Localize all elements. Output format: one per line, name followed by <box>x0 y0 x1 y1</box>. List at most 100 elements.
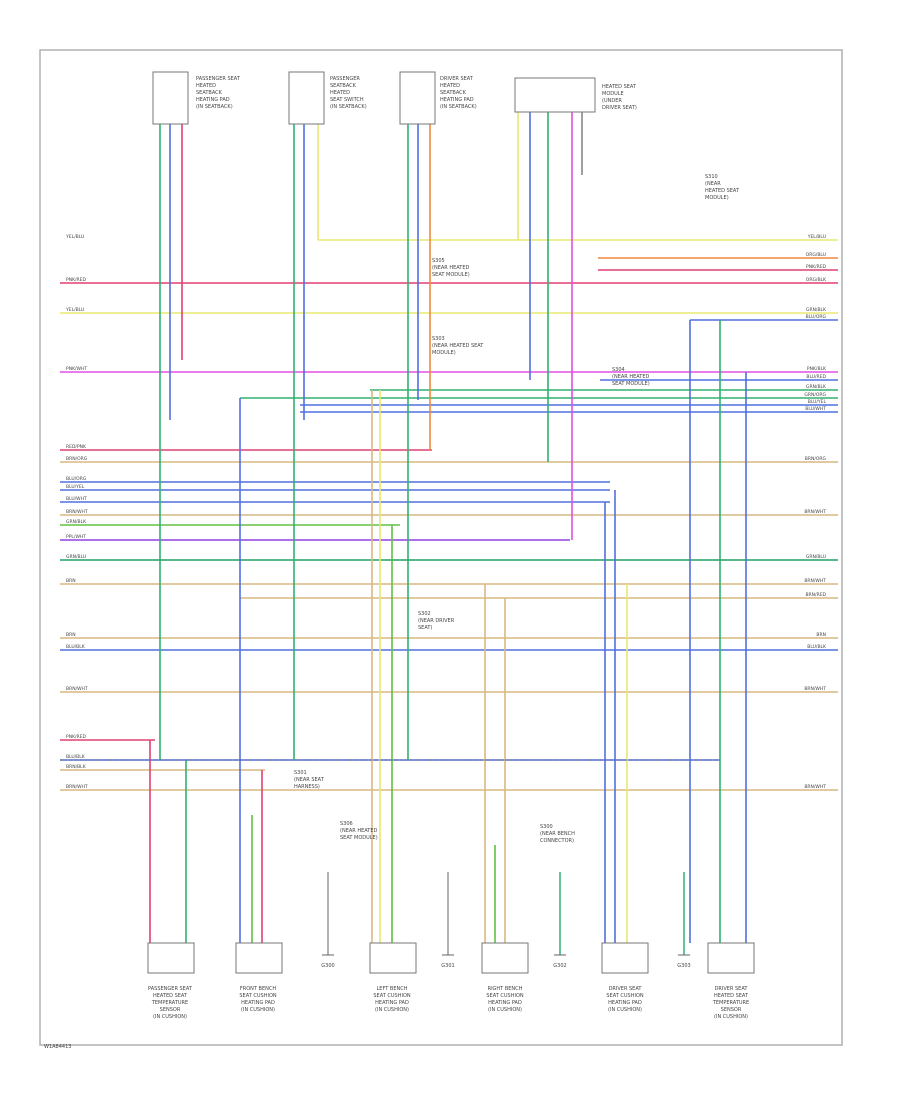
module-text: DRIVER SEAT <box>715 986 749 992</box>
module-text: (IN CUSHION) <box>241 1007 275 1013</box>
top-module-box <box>514 77 596 113</box>
wire-label-right: BLU/BLK <box>807 644 827 650</box>
annotation-text: S301 <box>294 770 307 776</box>
annotation-text: (NEAR HEATED SEAT <box>432 343 484 349</box>
module-text: SEAT CUSHION <box>606 993 644 999</box>
annotation: S310 (NEAR HEATED SEAT MODULE) <box>705 174 740 201</box>
bottom-module-label: DRIVER SEAT HEATED SEAT TEMPERATURE SENS… <box>712 986 749 1020</box>
module-text: HEATED SEAT <box>714 993 749 999</box>
ground-g303: G303 <box>677 872 691 969</box>
diagram-frame <box>39 49 843 1046</box>
module-text: (IN CUSHION) <box>488 1007 522 1013</box>
annotation-text: HARNESS) <box>294 784 320 790</box>
module-text: HEATED <box>440 83 460 89</box>
wire-label-right: GRN/BLK <box>806 307 827 313</box>
annotation-text: (NEAR HEATED <box>612 374 649 380</box>
module-text: SENSOR <box>160 1007 181 1013</box>
annotation-text: (NEAR DRIVER <box>418 618 455 624</box>
module-text: HEATED SEAT <box>602 84 637 90</box>
ground-g300: G300 <box>321 872 335 969</box>
annotation-text: S310 <box>705 174 718 180</box>
wire-label-left: PPL/WHT <box>66 534 86 540</box>
wire-label-right: BRN/WHT <box>804 784 826 790</box>
bottom-module-label: RIGHT BENCH SEAT CUSHION HEATING PAD (IN… <box>486 986 524 1013</box>
module-text: (UNDER <box>602 98 622 104</box>
module-text: HEATED <box>196 83 216 89</box>
module-text: SEATBACK <box>196 90 223 96</box>
annotation-text: (NEAR BENCH <box>540 831 575 837</box>
annotation-text: S303 <box>432 336 445 342</box>
wire-label-left: PNK/WHT <box>66 366 87 372</box>
bottom-module-box <box>481 942 529 974</box>
bottom-module-label: DRIVER SEAT SEAT CUSHION HEATING PAD (IN… <box>606 986 644 1013</box>
wire-label-right: BLU/RED <box>806 374 826 380</box>
module-text: DRIVER SEAT) <box>602 105 637 111</box>
annotation-text: S304 <box>612 367 625 373</box>
wire-label-right: BRN/WHT <box>804 578 826 584</box>
annotation-text: (NEAR SEAT <box>294 777 325 783</box>
annotation: S301 (NEAR SEAT HARNESS) <box>294 770 325 790</box>
bottom-module-box <box>707 942 755 974</box>
annotation: S303 (NEAR HEATED SEAT MODULE) <box>432 336 484 356</box>
module-text: HEATING PAD <box>608 1000 642 1006</box>
bottom-module-box <box>601 942 649 974</box>
wire-label-right: BLU/YEL <box>808 399 827 405</box>
module-text: (IN SEATBACK) <box>330 104 367 110</box>
annotation-text: (NEAR HEATED <box>432 265 469 271</box>
annotation-text: S305 <box>432 258 445 264</box>
wire-label-right: YEL/BLU <box>807 234 826 240</box>
wire-label-left: BRN/ORG <box>66 456 88 462</box>
wire-label-left: BRN <box>66 578 76 584</box>
annotation-text: (NEAR HEATED <box>340 828 377 834</box>
module-text: HEATING PAD <box>440 97 474 103</box>
wire-label-right: ORG/BLK <box>806 277 827 283</box>
wire-label-left: PNK/RED <box>66 277 87 283</box>
ground-label: G300 <box>321 963 334 969</box>
annotation-text: S300 <box>540 824 553 830</box>
annotation-text: SEAT MODULE) <box>340 835 378 841</box>
module-text: (IN CUSHION) <box>153 1014 187 1020</box>
wire-label-left: BLU/WHT <box>66 496 87 502</box>
ground-g302: G302 <box>553 872 567 969</box>
wire-label-right: GRN/BLU <box>806 554 826 560</box>
wire-label-left: BRN/BLK <box>66 764 87 770</box>
top-module-label: PASSENGER SEAT HEATED SEATBACK HEATING P… <box>196 76 241 110</box>
ground-g301: G301 <box>441 872 455 969</box>
bottom-module-label: FRONT BENCH SEAT CUSHION HEATING PAD (IN… <box>239 986 277 1013</box>
wire-label-left: YEL/BLU <box>65 307 84 313</box>
top-module-label: DRIVER SEAT HEATED SEATBACK HEATING PAD … <box>440 76 477 110</box>
wire-label-left: YEL/BLU <box>65 234 84 240</box>
bottom-module-label: LEFT BENCH SEAT CUSHION HEATING PAD (IN … <box>373 986 411 1013</box>
wire-label-left: BLU/ORG <box>66 476 87 482</box>
diagram-code: W1A84413 <box>44 1044 71 1050</box>
wire-label-right: BRN <box>816 632 826 638</box>
top-modules: PASSENGER SEAT HEATED SEATBACK HEATING P… <box>152 71 637 125</box>
module-text: PASSENGER SEAT <box>148 986 193 992</box>
wire-label-left: BRN <box>66 632 76 638</box>
module-text: PASSENGER <box>330 76 360 82</box>
module-text: SENSOR <box>721 1007 742 1013</box>
module-text: SEAT CUSHION <box>239 993 277 999</box>
annotations: S305 (NEAR HEATED SEAT MODULE) S303 (NEA… <box>294 174 740 844</box>
module-text: HEATED SEAT <box>153 993 188 999</box>
wire-label-right: BRN/RED <box>805 592 826 598</box>
annotation-text: SEAT MODULE) <box>612 381 650 387</box>
vertical-wires <box>60 112 747 943</box>
module-text: HEATING PAD <box>488 1000 522 1006</box>
top-module-box <box>399 71 436 125</box>
annotation-text: SEAT) <box>418 625 432 631</box>
bottom-module-box <box>235 942 283 974</box>
module-text: LEFT BENCH <box>377 986 408 992</box>
annotation: S300 (NEAR BENCH CONNECTOR) <box>540 824 575 844</box>
wire-label-left: BRN/WHT <box>66 686 88 692</box>
annotation-text: SEAT MODULE) <box>432 272 470 278</box>
bottom-module-box <box>369 942 417 974</box>
module-text: HEATED <box>330 90 350 96</box>
ground-label: G303 <box>677 963 690 969</box>
annotation-text: CONNECTOR) <box>540 838 574 844</box>
wire-label-left: GRN/BLU <box>66 554 86 560</box>
top-module-label: HEATED SEAT MODULE (UNDER DRIVER SEAT) <box>602 84 637 111</box>
